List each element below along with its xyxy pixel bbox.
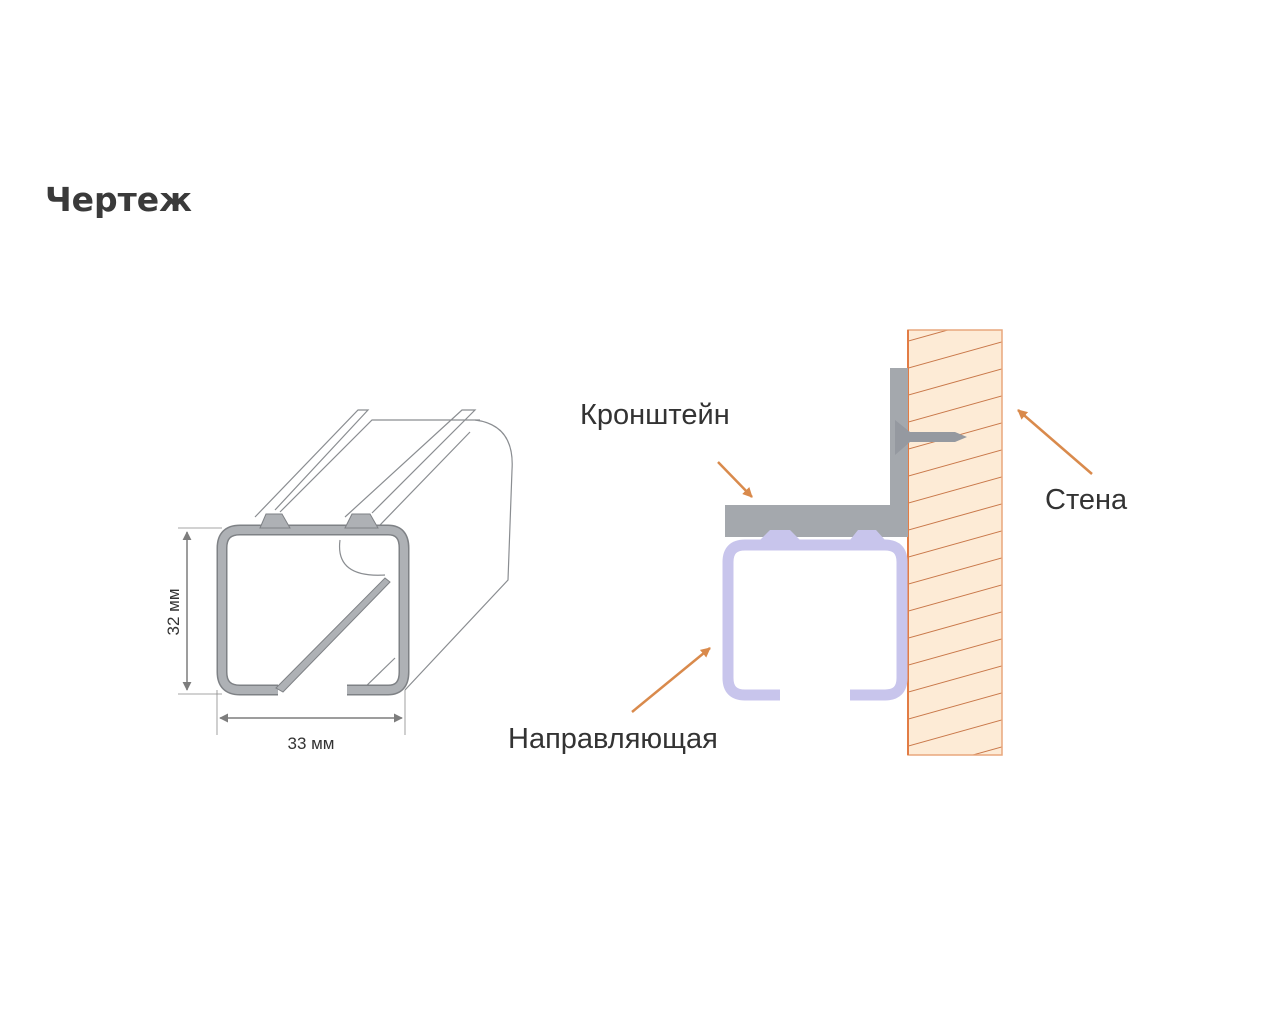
hatch-line (971, 746, 1002, 755)
rail-profile-drawing: 32 мм 33 мм (164, 409, 513, 753)
hatch-line (908, 719, 1002, 747)
hatch-line (908, 341, 1002, 369)
wall-label: Стена (1045, 484, 1128, 516)
wall (905, 330, 1005, 801)
hatch-line (908, 368, 1002, 396)
hatch-line (905, 773, 1005, 801)
mounting-drawing: Кронштейн Стена Направляющая (508, 329, 1128, 801)
hatch-line (908, 692, 1002, 720)
hatch-line (908, 395, 1002, 423)
height-label: 32 мм (164, 588, 183, 635)
hatch-line (908, 476, 1002, 504)
bracket-pointer-arrow (717, 461, 753, 498)
profile-outline (254, 409, 513, 693)
hatch-line (908, 503, 1002, 531)
hatch-line (908, 557, 1002, 585)
hatch-line (908, 530, 1002, 558)
hatch-line (908, 449, 1002, 477)
rail-pointer-arrow (631, 647, 711, 713)
hatch-line (908, 330, 950, 342)
guide-rail (722, 539, 908, 701)
hatch-line (908, 584, 1002, 612)
profile-section (216, 524, 410, 696)
hatch-line (908, 611, 1002, 639)
hatch-line (908, 638, 1002, 666)
bracket (725, 368, 908, 537)
section-title: Чертеж (45, 180, 193, 219)
wall-pointer-arrow (1017, 409, 1093, 475)
rail-label: Направляющая (508, 723, 718, 755)
width-label: 33 мм (287, 734, 334, 753)
hatch-line (908, 665, 1002, 693)
screw (895, 420, 967, 455)
bracket-label: Кронштейн (580, 399, 730, 431)
